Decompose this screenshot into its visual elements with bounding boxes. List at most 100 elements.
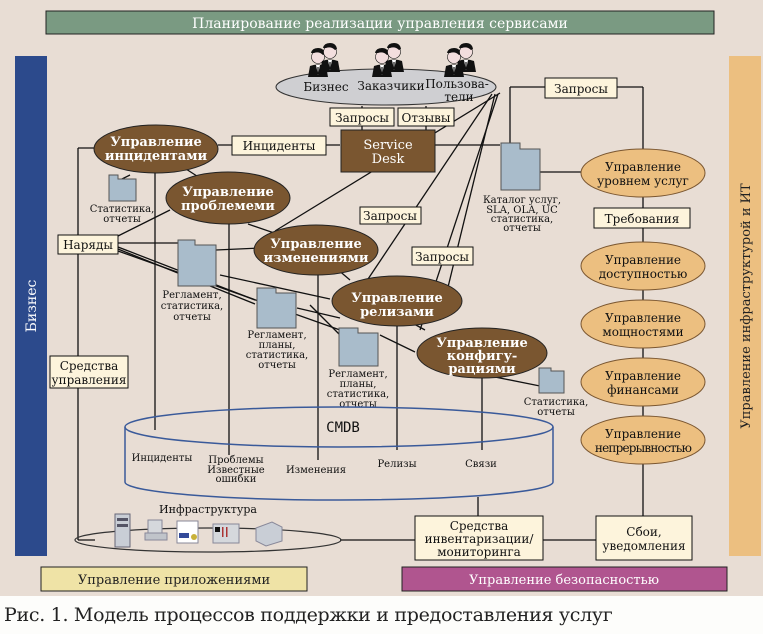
stakeholder-customers: Заказчики [357, 79, 424, 93]
svg-text:рациями: рациями [448, 362, 516, 377]
process-problem-management: Управление проблемеми [165, 171, 291, 225]
feedback-label: Отзывы [397, 107, 455, 127]
requests-label-right: Запросы [544, 77, 618, 99]
svg-text:отчеты: отчеты [258, 360, 296, 371]
svg-text:ошибки: ошибки [216, 474, 257, 485]
requests-label-mid2: Запросы [411, 246, 474, 266]
process-configuration-management: Управление конфигу- рациями [416, 327, 548, 379]
svg-text:Управление: Управление [182, 185, 273, 200]
planning-band: Планирование реализации управления серви… [45, 10, 715, 35]
svg-text:Отзывы: Отзывы [402, 111, 451, 125]
svg-text:Управление: Управление [605, 369, 681, 383]
svg-text:мониторинга: мониторинга [437, 545, 521, 559]
server-icon [114, 513, 131, 548]
process-diagram: Планирование реализации управления серви… [15, 10, 761, 592]
svg-text:инцидентами: инцидентами [105, 149, 208, 164]
svg-text:Инциденты: Инциденты [243, 139, 316, 153]
svg-text:уровнем услуг: уровнем услуг [597, 174, 689, 188]
svg-text:Требования: Требования [605, 212, 680, 226]
work-orders-label: Наряды [57, 234, 119, 255]
incidents-label: Инциденты [231, 135, 327, 156]
svg-text:проблемеми: проблемеми [181, 199, 275, 214]
cmdb-item-releases: Релизы [377, 459, 416, 470]
process-release-management: Управление релизами [331, 275, 463, 327]
requirements-label: Требования [593, 207, 691, 229]
doc-incident-stats: Статистика, отчеты [90, 174, 155, 225]
diagram-canvas: Планирование реализации управления серви… [0, 0, 763, 596]
planning-band-label: Планирование реализации управления серви… [192, 16, 568, 32]
document-icon [256, 287, 297, 329]
svg-text:статистика,: статистика, [327, 389, 389, 400]
svg-text:отчеты: отчеты [173, 312, 211, 323]
process-availability-management: Управление доступностью [580, 241, 706, 291]
svg-text:статистика,: статистика, [491, 214, 553, 225]
business-band-label: Бизнес [24, 279, 40, 332]
process-incident-management: Управление инцидентами [93, 124, 219, 174]
document-icon [500, 142, 541, 191]
svg-text:Управление: Управление [270, 237, 361, 252]
svg-text:Сбои,: Сбои, [626, 525, 661, 539]
failures-label: Сбои, уведомления [595, 515, 693, 561]
svg-text:Известные: Известные [207, 465, 264, 476]
stakeholder-users: Пользова- [425, 77, 489, 91]
doc-service-catalog: Каталог услуг, SLA, OLA, UC статистика, … [483, 142, 561, 234]
cmdb-title: CMDB [326, 420, 360, 436]
svg-text:конфигу-: конфигу- [447, 349, 518, 364]
svg-text:инвентаризации/: инвентаризации/ [425, 532, 535, 546]
doc-change-regulations: Регламент, планы, статистика, отчеты [246, 287, 308, 371]
security-band: Управление безопасностью [401, 566, 728, 592]
svg-text:Запросы: Запросы [335, 111, 389, 125]
svg-text:планы,: планы, [259, 340, 296, 351]
svg-text:Управление: Управление [605, 311, 681, 325]
svg-text:Запросы: Запросы [415, 250, 469, 264]
svg-text:SLA, OLA, UC: SLA, OLA, UC [486, 205, 558, 216]
process-financial-management: Управление финансами [580, 357, 706, 407]
stakeholders-group: Бизнес Заказчики Пользова- тели [275, 42, 497, 106]
svg-text:статистика,: статистика, [246, 350, 308, 361]
svg-text:управления: управления [52, 373, 127, 387]
svg-text:финансами: финансами [607, 383, 679, 397]
svg-text:изменениями: изменениями [264, 251, 369, 266]
network-device-icon [212, 523, 240, 544]
svg-text:релизами: релизами [360, 305, 434, 320]
svg-text:Статистика,: Статистика, [524, 397, 589, 408]
applications-band-label: Управление приложениями [78, 573, 270, 588]
cmdb-item-incidents: Инциденты [132, 453, 193, 464]
svg-text:непрерывностью: непрерывностью [595, 441, 692, 455]
infrastructure-band-label: Управление инфраструктурой и ИТ [739, 183, 754, 429]
svg-text:тели: тели [444, 90, 473, 104]
doc-problem-regulations: Регламент, статистика, отчеты [161, 239, 223, 323]
svg-text:Service: Service [363, 138, 413, 153]
document-device-icon [176, 520, 199, 544]
svg-text:Управление: Управление [605, 253, 681, 267]
svg-text:Регламент,: Регламент, [162, 290, 221, 301]
inventory-tools-label: Средства инвентаризации/ мониторинга [414, 515, 544, 561]
cmdb-item-links: Связи [465, 459, 497, 470]
svg-text:уведомления: уведомления [602, 539, 685, 553]
security-band-label: Управление безопасностью [469, 573, 659, 588]
workstation-icon [144, 519, 168, 541]
document-icon [177, 239, 217, 287]
svg-text:Управление: Управление [605, 160, 681, 174]
svg-text:статистика,: статистика, [161, 301, 223, 312]
svg-text:Регламент,: Регламент, [247, 330, 306, 341]
svg-text:отчеты: отчеты [339, 399, 377, 410]
process-service-level-management: Управление уровнем услуг [580, 148, 706, 198]
document-icon [338, 327, 379, 367]
service-desk: Service Desk [340, 129, 436, 173]
process-change-management: Управление изменениями [253, 224, 379, 276]
applications-band: Управление приложениями [40, 566, 308, 592]
svg-text:Статистика,: Статистика, [90, 204, 155, 215]
svg-text:Средства: Средства [60, 359, 119, 373]
svg-text:отчеты: отчеты [537, 407, 575, 418]
infrastructure-group: Инфраструктура [74, 503, 342, 553]
svg-text:Запросы: Запросы [554, 82, 608, 96]
process-capacity-management: Управление мощностями [580, 299, 706, 349]
svg-text:Управление: Управление [605, 427, 681, 441]
process-continuity-management: Управление непрерывностью [580, 415, 706, 465]
svg-text:Запросы: Запросы [363, 209, 417, 223]
svg-text:отчеты: отчеты [103, 214, 141, 225]
svg-text:Управление: Управление [351, 291, 442, 306]
svg-text:Управление: Управление [110, 135, 201, 150]
stakeholder-business: Бизнес [303, 80, 348, 94]
